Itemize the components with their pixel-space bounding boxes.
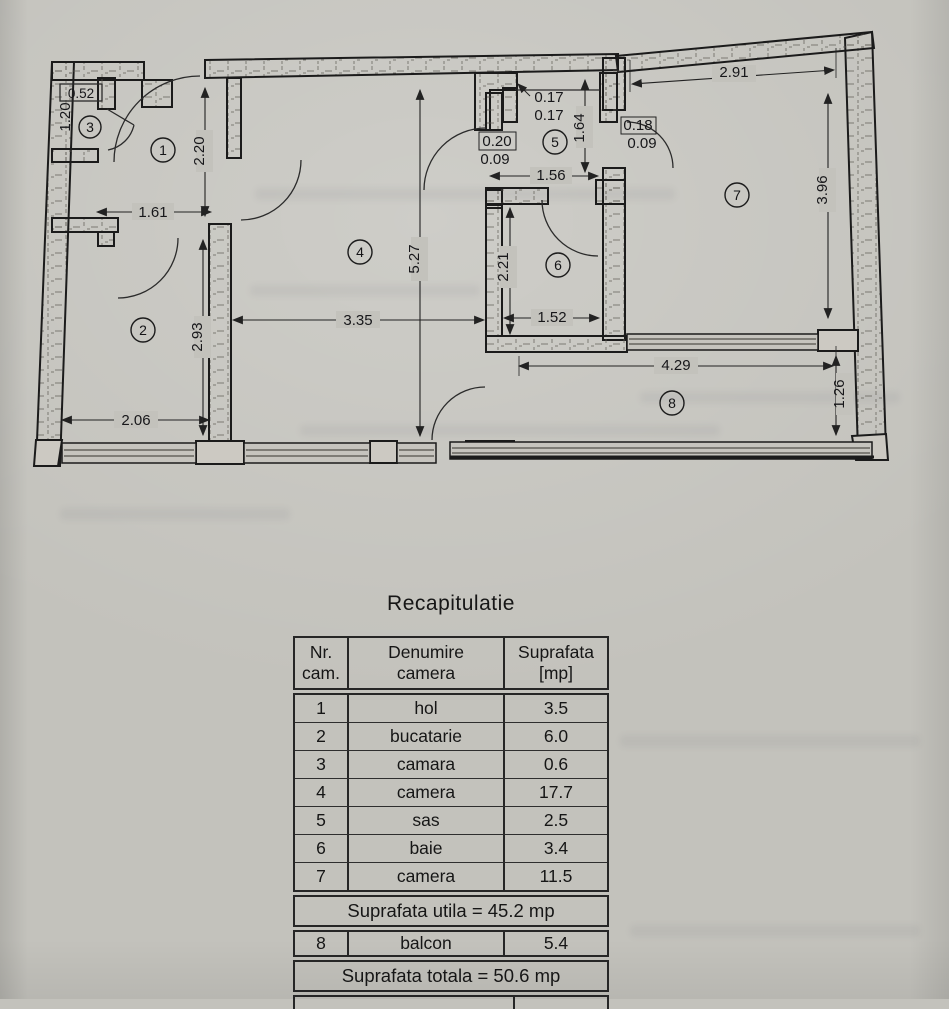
header-line: Suprafata bbox=[518, 642, 594, 662]
dimension-labels: 0.52 1.20 1.61 2.20 2.06 2.93 3.35 5.27 … bbox=[57, 64, 848, 429]
room-marker-5: 5 bbox=[542, 129, 568, 155]
cell-area: 3.5 bbox=[543, 698, 569, 718]
cell-area: 2.5 bbox=[543, 810, 569, 830]
cell-name: camera bbox=[349, 863, 505, 890]
room-marker-2: 2 bbox=[130, 317, 156, 343]
header-line: cam. bbox=[302, 663, 340, 683]
cell-name: hol bbox=[349, 695, 505, 722]
room-number: 1 bbox=[159, 142, 167, 158]
table-row: 4 camera 17.7 bbox=[295, 778, 607, 806]
table-body: 1 hol 3.5 2 bucatarie 6.0 3 camara 0.6 4… bbox=[293, 693, 609, 892]
partial-cutoff-row bbox=[293, 995, 609, 1009]
cell-area: 11.5 bbox=[539, 866, 573, 886]
dim-label: 0.20 bbox=[482, 133, 511, 150]
door-arcs bbox=[106, 75, 674, 441]
room-marker-3: 3 bbox=[78, 115, 102, 139]
bleed-smudge bbox=[620, 735, 920, 747]
table-row: 3 camara 0.6 bbox=[295, 750, 607, 778]
table-row: 7 camera 11.5 bbox=[295, 862, 607, 890]
cell-nr: 4 bbox=[295, 779, 349, 806]
cell-area: 3.4 bbox=[543, 838, 569, 858]
cell-area: 5.4 bbox=[543, 933, 569, 953]
cell-nr: 1 bbox=[295, 695, 349, 722]
subtotal-utila-text: Suprafata utila = 45.2 mp bbox=[347, 900, 555, 921]
table-row: 6 baie 3.4 bbox=[295, 834, 607, 862]
room-number: 3 bbox=[86, 119, 94, 135]
dim-label: 2.93 bbox=[189, 322, 206, 351]
cell-nr: 7 bbox=[295, 863, 349, 890]
room3-niche-box bbox=[59, 83, 103, 102]
cell-nr: 8 bbox=[295, 932, 349, 955]
cell-area: 6.0 bbox=[543, 726, 569, 746]
room-marker-8: 8 bbox=[659, 390, 685, 416]
table-row: 5 sas 2.5 bbox=[295, 806, 607, 834]
room-number: 8 bbox=[668, 395, 676, 411]
dim-label: 2.21 bbox=[495, 252, 512, 281]
room-marker-1: 1 bbox=[150, 137, 176, 163]
header-line: Nr. bbox=[309, 642, 333, 662]
table-header-row: Nr. cam. Denumire camera Suprafata [mp] bbox=[293, 636, 609, 690]
cell-name: camara bbox=[349, 751, 505, 778]
total-row: Suprafata totala = 50.6 mp bbox=[293, 960, 609, 992]
table-row: 1 hol 3.5 bbox=[295, 695, 607, 722]
dim-label: 2.20 bbox=[191, 136, 208, 165]
cell-name: balcon bbox=[349, 932, 505, 955]
room-markers: 1 2 3 4 5 6 7 8 bbox=[78, 115, 750, 416]
cell-area: 0.6 bbox=[543, 754, 569, 774]
room-number: 5 bbox=[551, 134, 559, 150]
header-line: camera bbox=[396, 663, 456, 683]
cell-name: baie bbox=[349, 835, 505, 862]
cell-name: bucatarie bbox=[349, 723, 505, 750]
room-marker-7: 7 bbox=[724, 182, 750, 208]
header-line: Denumire bbox=[388, 642, 464, 662]
dim-label: 0.17 bbox=[534, 89, 563, 106]
bleed-smudge bbox=[630, 925, 920, 937]
floor-plan-drawing: 0.52 1.20 1.61 2.20 2.06 2.93 3.35 5.27 … bbox=[32, 30, 890, 467]
room-number: 2 bbox=[139, 322, 147, 338]
dim-label: 3.35 bbox=[343, 312, 372, 329]
interior-walls bbox=[51, 57, 628, 444]
header-line: [mp] bbox=[538, 663, 574, 683]
dim-label: 2.91 bbox=[719, 64, 748, 81]
dim-label: 1.56 bbox=[536, 167, 565, 184]
room-number: 4 bbox=[356, 244, 364, 260]
dim-label: 4.29 bbox=[661, 357, 690, 374]
dim-label: 5.27 bbox=[406, 244, 423, 273]
cell-name: camera bbox=[349, 779, 505, 806]
header-nr-cam: Nr. cam. bbox=[295, 638, 349, 688]
dim-label: 3.96 bbox=[814, 175, 831, 204]
table-title: Recapitulatie bbox=[387, 592, 515, 615]
dim-label: 1.52 bbox=[537, 309, 566, 326]
total-text: Suprafata totala = 50.6 mp bbox=[341, 965, 561, 986]
room-number: 6 bbox=[554, 257, 562, 273]
cell-area: 17.7 bbox=[538, 782, 574, 802]
dim-label: 0.52 bbox=[68, 86, 94, 101]
dim-label: 0.09 bbox=[480, 151, 509, 168]
cell-nr: 3 bbox=[295, 751, 349, 778]
header-suprafata: Suprafata [mp] bbox=[505, 638, 607, 688]
dim-label: 1.64 bbox=[571, 113, 588, 142]
dim-label-backgrounds bbox=[114, 65, 853, 428]
header-denumire: Denumire camera bbox=[349, 638, 505, 688]
dim-label: 1.26 bbox=[831, 379, 848, 408]
table-row: 2 bucatarie 6.0 bbox=[295, 722, 607, 750]
windows bbox=[61, 333, 873, 464]
dim-label: 0.09 bbox=[627, 135, 656, 152]
recap-table: Nr. cam. Denumire camera Suprafata [mp] … bbox=[293, 636, 609, 1009]
dim-label: 1.20 bbox=[57, 102, 74, 131]
room-number: 7 bbox=[733, 187, 741, 203]
balcon-row: 8 balcon 5.4 bbox=[293, 930, 609, 957]
room-marker-4: 4 bbox=[347, 239, 373, 265]
dim-label: 2.06 bbox=[121, 412, 150, 429]
dim-label: 0.18 bbox=[623, 117, 652, 134]
dim-label: 1.61 bbox=[138, 204, 167, 221]
cell-nr: 6 bbox=[295, 835, 349, 862]
window-glazing-lines bbox=[64, 338, 870, 457]
dim-label: 0.17 bbox=[534, 107, 563, 124]
subtotal-utila-row: Suprafata utila = 45.2 mp bbox=[293, 895, 609, 927]
cell-nr: 2 bbox=[295, 723, 349, 750]
cell-name: sas bbox=[349, 807, 505, 834]
room-marker-6: 6 bbox=[545, 252, 571, 278]
cell-nr: 5 bbox=[295, 807, 349, 834]
